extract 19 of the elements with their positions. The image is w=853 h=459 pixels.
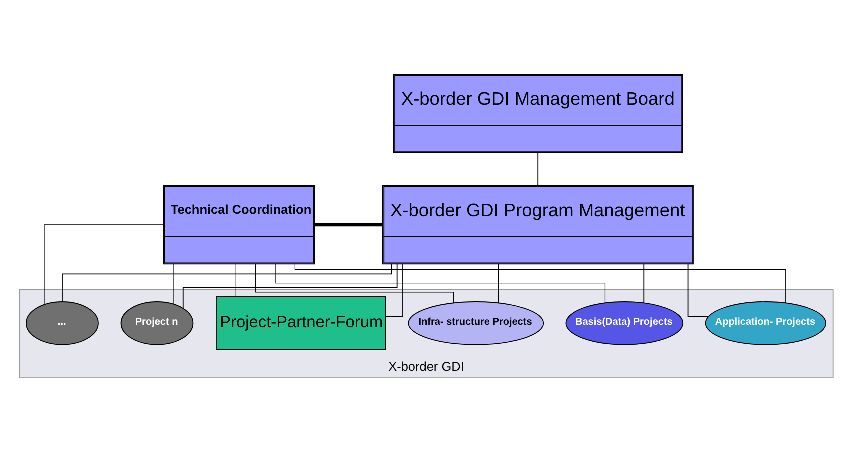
connector [62,263,392,302]
connector [386,263,404,317]
connector [275,263,606,303]
connector [644,264,645,304]
connector [538,152,539,186]
connector [173,264,174,304]
connector [315,222,383,226]
connector [44,224,164,304]
node-ellipse: Application- Projects [705,301,826,345]
connector [294,264,786,303]
connector [688,263,710,317]
node-ellipse: Infra- structure Projects [408,301,544,345]
node-ellipse: ... [26,301,99,345]
node-ellipse: Basis(Data) Projects [566,301,684,345]
connector [498,264,500,304]
connector [182,264,398,308]
node-ellipse: Project n [120,301,194,345]
node-box: Project-Partner-Forum [216,296,386,350]
connector [256,263,454,303]
